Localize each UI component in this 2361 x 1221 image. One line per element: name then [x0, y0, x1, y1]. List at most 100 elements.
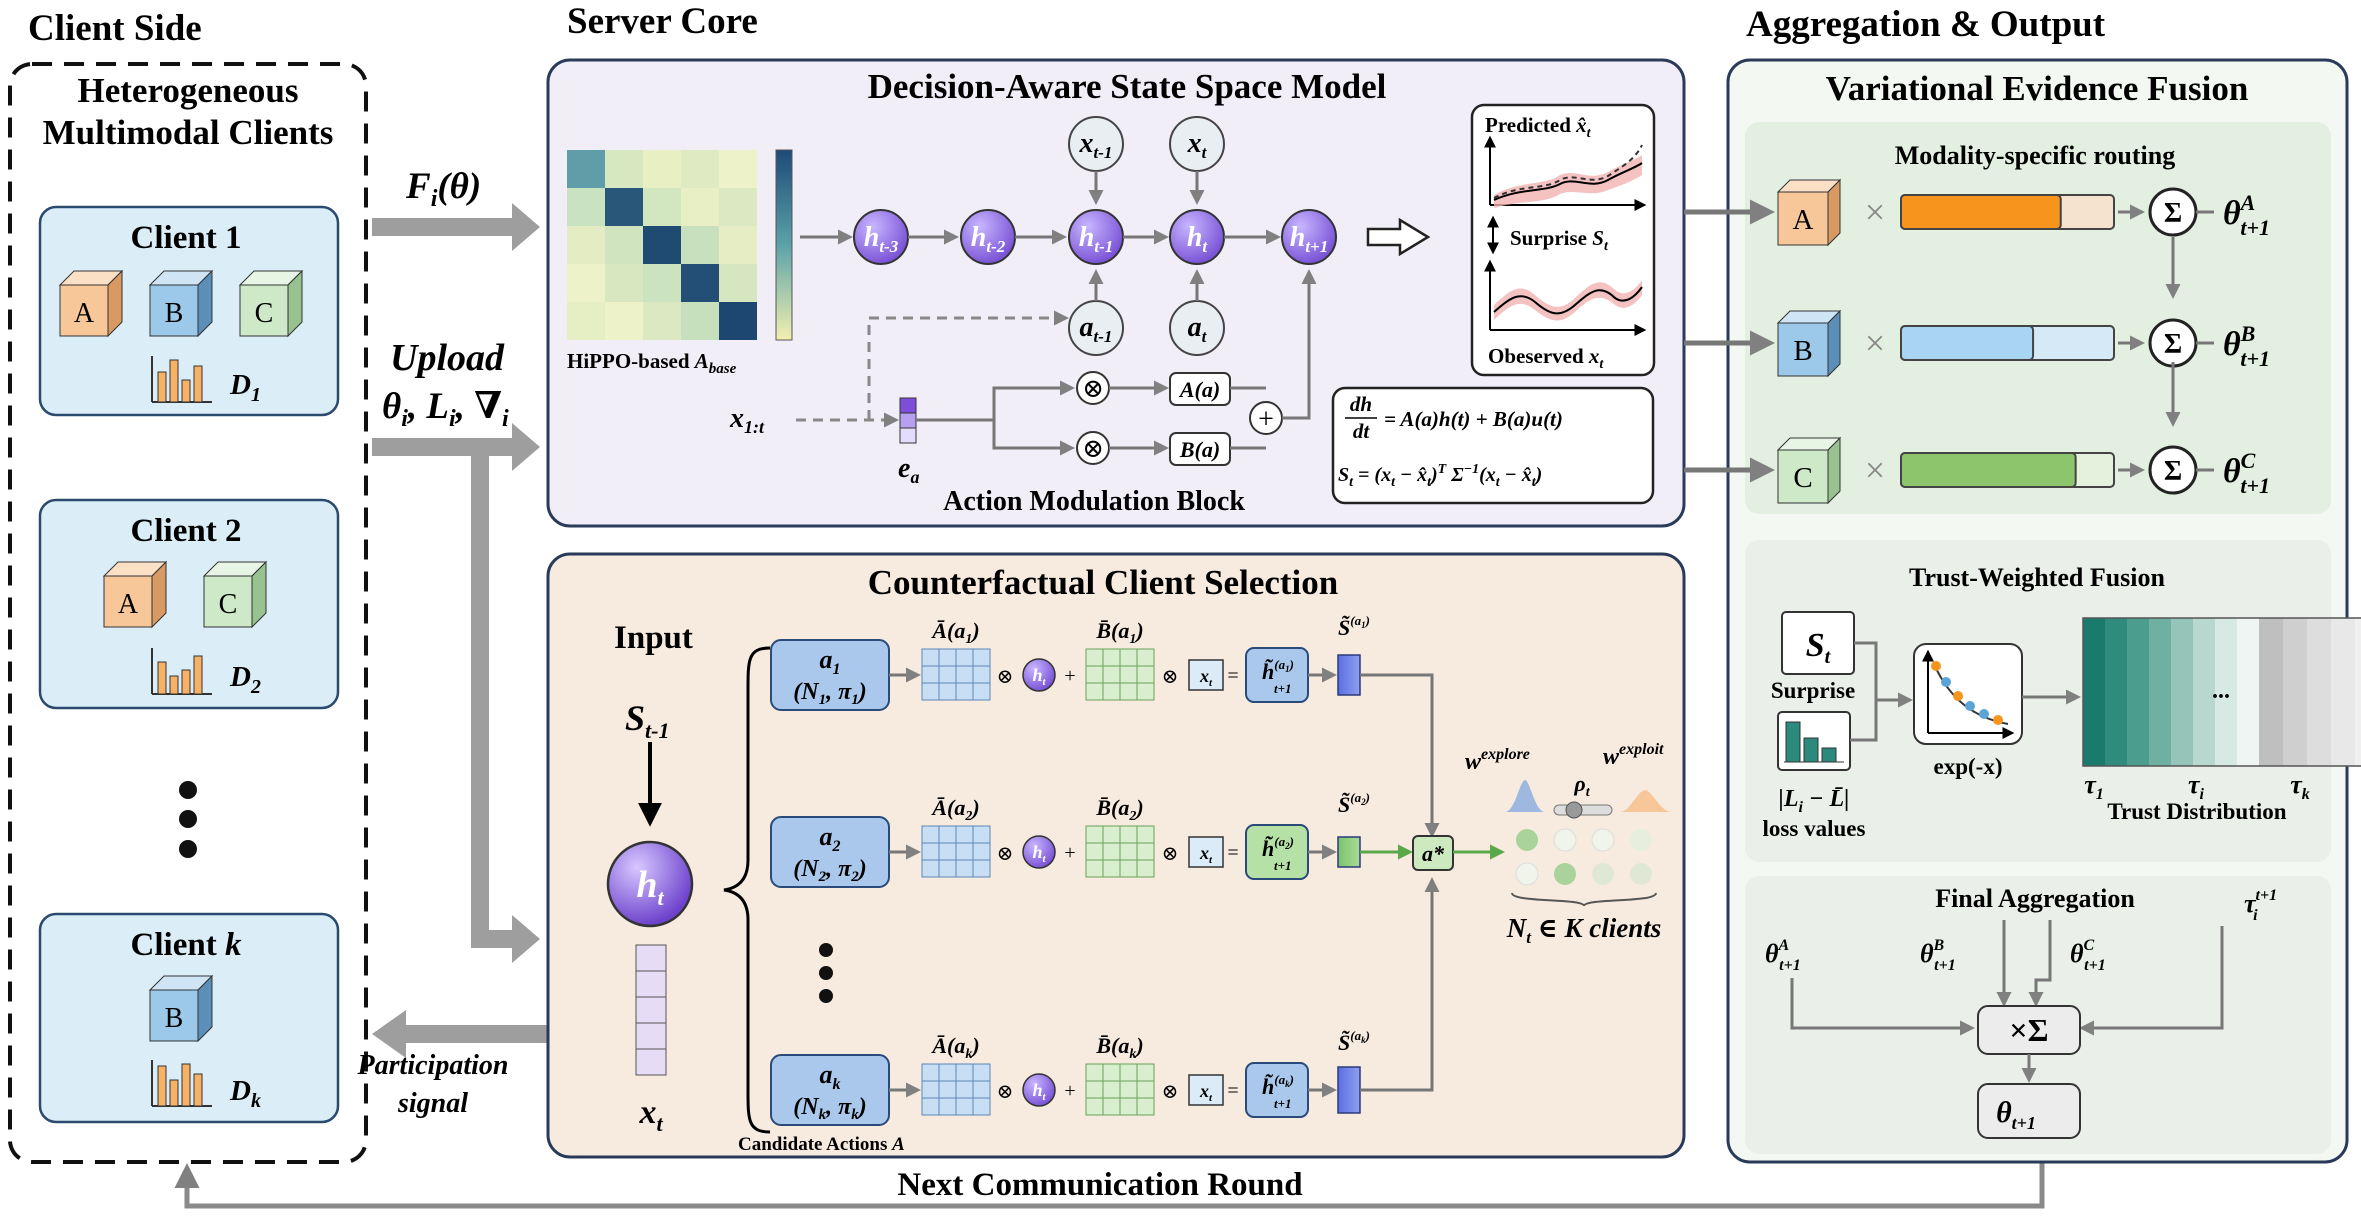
svg-text:A: A — [118, 589, 139, 620]
svg-text:⊗: ⊗ — [1082, 374, 1104, 403]
svg-text:h̃(a1): h̃(a1) — [1262, 657, 1294, 684]
h-node-t+1[interactable]: ht+1 — [1281, 209, 1337, 265]
svg-text:ht: ht — [1187, 222, 1209, 256]
rho-slider[interactable] — [1553, 801, 1613, 819]
trust-bar — [2193, 618, 2215, 766]
a-star-box[interactable]: a* — [1412, 835, 1454, 871]
clients-panel-title-line2: Multimodal Clients — [43, 113, 334, 152]
arrow — [916, 380, 1075, 422]
times-icon: × — [1865, 323, 1885, 363]
cube-a-icon: A — [102, 560, 168, 629]
s-prev-label: St-1 — [625, 698, 669, 743]
svg-text:xt: xt — [1199, 843, 1213, 866]
oplus-node: + — [1249, 401, 1283, 435]
a-node-t-1[interactable]: at-1 — [1068, 300, 1124, 356]
x-node-t[interactable]: xt — [1169, 116, 1225, 172]
surprise-bar — [1337, 654, 1361, 696]
cube-a-icon: A — [1776, 178, 1842, 247]
action-modulation-label: Action Modulation Block — [943, 486, 1245, 517]
x-t-box: xt — [1188, 836, 1224, 868]
svg-text:(Nk, πk): (Nk, πk) — [793, 1094, 866, 1123]
svg-text:ht: ht — [1032, 1080, 1046, 1103]
h-node-t-2[interactable]: ht-2 — [960, 209, 1016, 265]
h-node-t-3[interactable]: ht-3 — [853, 209, 909, 265]
svg-text:at: at — [1188, 312, 1208, 346]
h-t-node: ht — [1022, 835, 1056, 869]
data-histogram-icon — [151, 356, 212, 403]
svg-text:t+1: t+1 — [1274, 858, 1292, 873]
observed-label: Obeserved xt — [1488, 344, 1604, 372]
h-tilde-box[interactable]: h̃(ak)t+1 — [1245, 1062, 1309, 1118]
sigma-node[interactable]: Σ — [2148, 318, 2198, 368]
cube-a-icon: A — [58, 269, 124, 338]
b-of-a-box: B(a) — [1169, 432, 1231, 466]
sigma-node[interactable]: Σ — [2148, 187, 2198, 237]
x-t-box: xt — [1188, 659, 1224, 691]
svg-text:A: A — [1793, 204, 1814, 236]
svg-text:⊗: ⊗ — [1082, 434, 1104, 463]
cube-b-icon: B — [148, 269, 214, 338]
svg-text:C: C — [219, 589, 238, 620]
tau-i-label: τi — [2188, 770, 2205, 803]
equals-icon: = — [1227, 1080, 1238, 1102]
svg-text:h̃(ak): h̃(ak) — [1262, 1072, 1294, 1099]
a-bar-label: Ā(a1) — [930, 618, 979, 647]
client-2-card[interactable]: Client 2 A C D2 — [38, 498, 340, 710]
a-of-a-box: A(a) — [1169, 372, 1231, 406]
candidate-row-2: a2(N2, π2)Ā(a2)⊗ht+B̄(a2)⊗xt=h̃(a2)t+1S̃… — [770, 790, 1370, 888]
svg-text:×Σ: ×Σ — [2009, 1012, 2048, 1048]
svg-text:at-1: at-1 — [1080, 312, 1113, 346]
svg-text:xt: xt — [1199, 1081, 1213, 1104]
svg-text:dt: dt — [1353, 419, 1371, 443]
arrow-participation — [372, 1010, 549, 1058]
candidate-row-3: ak(Nk, πk)Ā(ak)⊗ht+B̄(ak)⊗xt=h̃(ak)t+1S̃… — [770, 1028, 1370, 1126]
rho-label: ρt — [1573, 771, 1590, 800]
svg-text:Σ: Σ — [2164, 198, 2182, 229]
trust-distribution-bars — [2082, 617, 2361, 767]
candidate-action-box[interactable]: ak(Nk, πk) — [770, 1054, 890, 1126]
theta-output-node[interactable]: θt+1 — [1977, 1083, 2081, 1139]
a-bar-label: Ā(ak) — [930, 1033, 979, 1062]
exploit-distribution-icon — [1620, 790, 1672, 812]
equation-ode: dh dt = A(a)h(t) + B(a)u(t) — [1345, 392, 1563, 443]
svg-text:C: C — [1793, 462, 1812, 494]
trust-bar — [2307, 618, 2331, 766]
s-tilde-label: S̃(a1) — [1338, 613, 1370, 640]
a-node-t[interactable]: at — [1169, 300, 1225, 356]
svg-text:B: B — [1793, 335, 1812, 367]
b-bar-label: B̄(a2) — [1095, 795, 1143, 824]
label-participation-2: signal — [397, 1088, 468, 1119]
trust-bar — [2215, 618, 2237, 766]
arrow — [992, 420, 1075, 456]
svg-text:+: + — [1258, 404, 1274, 435]
predicted-label: Predicted x̂t — [1485, 113, 1592, 141]
a-bar-matrix — [921, 648, 991, 701]
section-title-server-core: Server Core — [567, 1, 758, 42]
candidate-action-box[interactable]: a2(N2, π2) — [770, 816, 890, 888]
trust-bar — [2237, 618, 2259, 766]
loss-expr: |Li − L̄| — [1779, 786, 1850, 816]
h-tilde-box[interactable]: h̃(a2)t+1 — [1245, 824, 1309, 880]
tau-k-label: τk — [2290, 770, 2310, 803]
times-sigma-node[interactable]: ×Σ — [1977, 1005, 2081, 1055]
sigma-node[interactable]: Σ — [2148, 445, 2198, 495]
client-k-card[interactable]: Client k B Dk — [38, 912, 340, 1124]
h-tilde-box[interactable]: h̃(a1)t+1 — [1245, 647, 1309, 703]
h-node-t[interactable]: ht — [1169, 209, 1225, 265]
h-t-big-node[interactable]: ht — [606, 840, 694, 928]
b-bar-label: B̄(ak) — [1095, 1033, 1143, 1062]
s-tilde-label: S̃(ak) — [1338, 1028, 1370, 1055]
client-1-card[interactable]: Client 1 A B C D1 — [38, 205, 340, 417]
candidate-action-box[interactable]: a1(N1, π1) — [770, 639, 890, 711]
svg-text:ak: ak — [820, 1060, 841, 1093]
exp-decay-icon — [1913, 643, 2023, 745]
svg-text:xt: xt — [1187, 128, 1208, 162]
x-node-t-1[interactable]: xt-1 — [1068, 116, 1124, 172]
trust-bar — [2355, 618, 2361, 766]
ccs-title: Counterfactual Client Selection — [868, 563, 1338, 602]
h-node-t-1[interactable]: ht-1 — [1068, 209, 1124, 265]
svg-text:(N1, π1): (N1, π1) — [793, 679, 866, 708]
observed-chart — [1484, 259, 1647, 336]
